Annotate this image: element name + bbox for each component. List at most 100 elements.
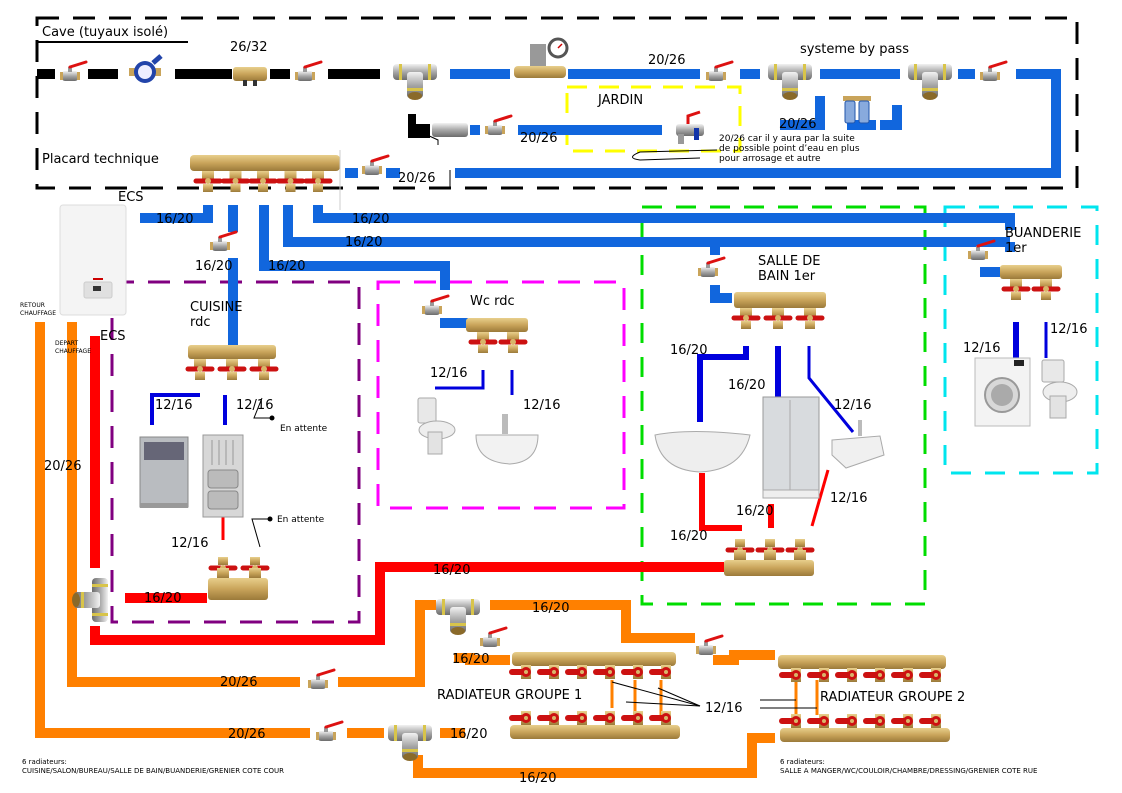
manifold-outlet-valve[interactable] bbox=[1004, 279, 1028, 300]
en-attente-dot-2 bbox=[267, 516, 273, 522]
radiator-outlet-valve[interactable] bbox=[894, 714, 913, 728]
valve-icon[interactable] bbox=[314, 720, 344, 743]
radiator-outlet-valve[interactable] bbox=[782, 668, 801, 682]
toilet-icon bbox=[417, 397, 456, 455]
pipe-label-ecs-out: 16/20 bbox=[156, 212, 194, 227]
pipe-label-sdb-shower: 16/20 bbox=[728, 378, 766, 393]
manifold-outlet-valve[interactable] bbox=[728, 539, 752, 560]
sink-icon bbox=[831, 420, 885, 469]
en-attente-label-2: En attente bbox=[277, 515, 325, 525]
tee-fitting-icon bbox=[388, 725, 432, 761]
boiler-label-ecs-side: ECS bbox=[100, 329, 126, 344]
radiator-outlet-valve[interactable] bbox=[866, 714, 885, 728]
group-1-rooms-note: 6 radiateurs: CUISINE/SALON/BUREAU/SALLE… bbox=[22, 758, 285, 775]
valve-icon[interactable] bbox=[478, 626, 508, 649]
manifold-outlet-valve[interactable] bbox=[788, 539, 812, 560]
washbasin-icon bbox=[475, 414, 539, 465]
radiator-outlet-valve[interactable] bbox=[596, 665, 615, 679]
bathtub-icon bbox=[654, 431, 751, 473]
manifold-outlet-valve[interactable] bbox=[471, 332, 495, 353]
radiator-outlet-valve[interactable] bbox=[922, 714, 941, 728]
pipe-label-sdb-sink: 12/16 bbox=[834, 398, 872, 413]
jardin-note: 20/26 car il y aura par la suite de poss… bbox=[719, 134, 860, 164]
zone-label-cuisine: CUISINE rdc bbox=[190, 300, 243, 330]
radiator-outlet-valve[interactable] bbox=[652, 665, 671, 679]
heating-pipes bbox=[35, 322, 775, 778]
radiator-outlet-valve[interactable] bbox=[810, 714, 829, 728]
radiator-outlet-valve[interactable] bbox=[810, 668, 829, 682]
zone-label-cave: Cave (tuyaux isolé) bbox=[42, 25, 169, 40]
zone-label-salle-de-bain: SALLE DE BAIN 1er bbox=[758, 254, 821, 284]
valve-icon[interactable] bbox=[208, 230, 238, 253]
pipe-label-heat-left-loop: 20/26 bbox=[44, 459, 82, 474]
valve-icon[interactable] bbox=[306, 668, 336, 691]
cold-water-pipes bbox=[140, 69, 1061, 345]
radiator-outlet-valve[interactable] bbox=[922, 668, 941, 682]
radiator-outlet-valve[interactable] bbox=[838, 668, 857, 682]
zone-label-wc: Wc rdc bbox=[470, 294, 515, 309]
boiler-label-depart: DEPART CHAUFFAGE bbox=[55, 340, 91, 355]
manifold-outlet-valve[interactable] bbox=[1034, 279, 1058, 300]
cuisine-hot-manifold bbox=[208, 557, 268, 600]
valve-icon[interactable] bbox=[978, 60, 1008, 83]
manifold-outlet-valve[interactable] bbox=[758, 539, 782, 560]
valve-icon[interactable] bbox=[58, 60, 88, 83]
valve-icon[interactable] bbox=[420, 294, 450, 317]
zone-salle-de-bain bbox=[640, 205, 927, 606]
double-sink-icon bbox=[202, 434, 244, 518]
zone-label-buanderie: BUANDERIE 1er bbox=[1005, 226, 1082, 256]
elbow-fitting-icon bbox=[408, 114, 468, 138]
radiator-group-2-return-manifold bbox=[780, 714, 950, 742]
zone-buanderie bbox=[943, 205, 1099, 475]
pipe-label-feed-c: 16/20 bbox=[268, 259, 306, 274]
radiator-outlet-valve[interactable] bbox=[838, 714, 857, 728]
radiator-outlet-valve[interactable] bbox=[540, 665, 559, 679]
radiator-outlet-valve[interactable] bbox=[568, 665, 587, 679]
manifold-outlet-valve[interactable] bbox=[501, 332, 525, 353]
pipe-label-return-placard: 20/26 bbox=[398, 171, 436, 186]
pipe-label-bottom-link: 16/20 bbox=[519, 771, 557, 786]
radiator-outlet-valve[interactable] bbox=[866, 668, 885, 682]
zone-label-placard: Placard technique bbox=[42, 152, 159, 167]
manifold-outlet-valve[interactable] bbox=[252, 359, 276, 380]
valve-icon[interactable] bbox=[293, 60, 323, 83]
tee-fitting-icon bbox=[908, 64, 952, 100]
pipe-label-bypass: 20/26 bbox=[779, 117, 817, 132]
radiator-outlet-valve[interactable] bbox=[894, 668, 913, 682]
manifold-outlet-valve[interactable] bbox=[798, 308, 822, 329]
pipe-label-radiator-branch: 12/16 bbox=[705, 701, 743, 716]
radiator-outlet-valve[interactable] bbox=[652, 711, 671, 725]
radiator-outlet-valve[interactable] bbox=[540, 711, 559, 725]
pipe-label-g1-bottom-in: 16/20 bbox=[450, 727, 488, 742]
manifold-outlet-valve[interactable] bbox=[188, 359, 212, 380]
radiator-outlet-valve[interactable] bbox=[596, 711, 615, 725]
radiator-outlet-valve[interactable] bbox=[512, 711, 531, 725]
radiator-outlet-valve[interactable] bbox=[624, 711, 643, 725]
zone-label-radiator-group-1: RADIATEUR GROUPE 1 bbox=[437, 688, 583, 703]
pipe-label-buand-washer: 12/16 bbox=[963, 341, 1001, 356]
washing-machine-icon bbox=[974, 357, 1031, 427]
manifold-outlet-valve[interactable] bbox=[766, 308, 790, 329]
radiator-outlet-valve[interactable] bbox=[782, 714, 801, 728]
zone-label-bypass: systeme by pass bbox=[800, 42, 909, 57]
valve-icon[interactable] bbox=[694, 634, 724, 657]
valve-icon[interactable] bbox=[360, 154, 390, 177]
manifold-outlet-valve[interactable] bbox=[243, 557, 267, 578]
pipe-label-cuisine-feed: 16/20 bbox=[195, 259, 233, 274]
radiator-outlet-valve[interactable] bbox=[568, 711, 587, 725]
cuisine-cold-manifold bbox=[188, 345, 276, 380]
manifold-outlet-valve[interactable] bbox=[220, 359, 244, 380]
valve-icon[interactable] bbox=[704, 60, 734, 83]
en-attente-label-1: En attente bbox=[280, 424, 328, 434]
manifold-outlet-valve[interactable] bbox=[211, 557, 235, 578]
radiator-outlet-valve[interactable] bbox=[512, 665, 531, 679]
valve-icon[interactable] bbox=[696, 256, 726, 279]
pipe-label-sdb-shower-hot: 16/20 bbox=[736, 504, 774, 519]
manifold-outlet-valve[interactable] bbox=[734, 308, 758, 329]
pipe-label-feed-a: 16/20 bbox=[352, 212, 390, 227]
radiator-branch-pipes bbox=[610, 680, 819, 716]
radiator-outlet-valve[interactable] bbox=[624, 665, 643, 679]
valve-icon[interactable] bbox=[483, 114, 513, 137]
placard-manifold bbox=[190, 150, 341, 210]
